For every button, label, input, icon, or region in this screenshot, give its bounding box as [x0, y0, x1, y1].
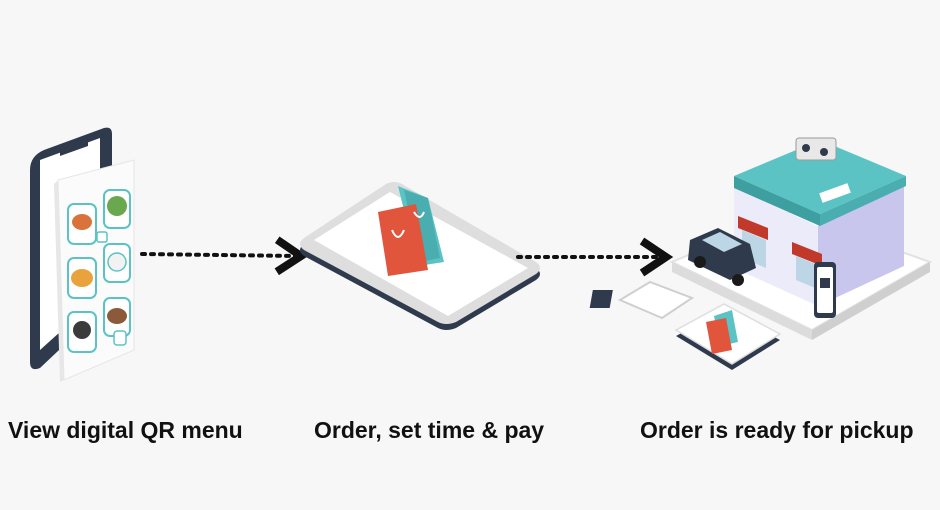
step-2-label: Order, set time & pay [314, 417, 545, 443]
phone-qr-menu-icon [30, 127, 135, 382]
step-1-label: View digital QR menu [8, 417, 243, 443]
step-3-label: Order is ready for pickup [640, 417, 914, 443]
arrow-step1-to-step2 [140, 236, 309, 276]
phone-shopping-bags-icon [300, 182, 540, 330]
store-pickup-icon [589, 137, 933, 370]
